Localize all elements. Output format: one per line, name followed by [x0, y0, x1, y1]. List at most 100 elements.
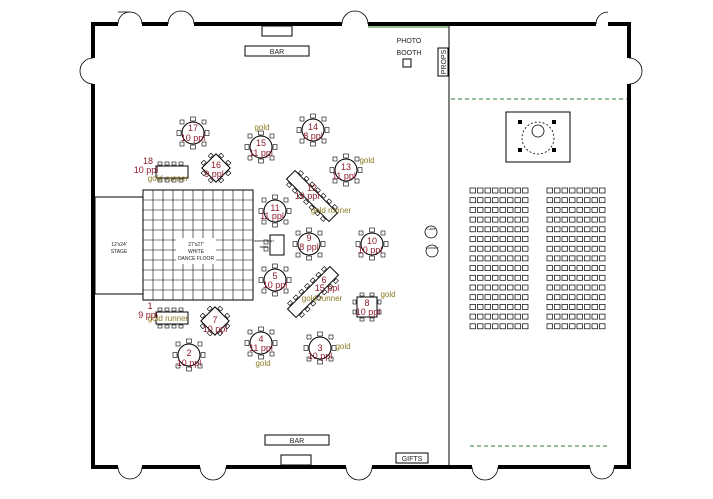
ceremony-chair	[576, 216, 583, 223]
table-18-people: 10 ppl	[134, 165, 159, 175]
doors	[79, 10, 643, 481]
ceremony-chair	[591, 313, 598, 320]
ceremony-chair	[469, 265, 476, 271]
ceremony-chair	[569, 294, 576, 301]
table-5-people: 10 ppl	[263, 280, 288, 290]
ceremony-chair	[492, 284, 499, 291]
ceremony-chair	[484, 236, 491, 242]
ceremony-chair	[484, 284, 491, 291]
ceremony-chair	[599, 284, 606, 291]
table-7-number: 7	[212, 315, 217, 325]
table-14: 148 ppl	[296, 113, 330, 147]
ceremony-chair	[569, 236, 576, 242]
table-4-number: 4	[258, 334, 263, 344]
ceremony-chair	[484, 294, 491, 301]
ceremony-chair	[584, 216, 591, 223]
ceremony-chair	[569, 187, 576, 194]
ceremony-chair	[561, 255, 568, 262]
table-10-number: 10	[367, 236, 377, 246]
ceremony-chair	[469, 274, 476, 281]
ceremony-chair	[514, 187, 521, 194]
ceremony-chair	[507, 304, 514, 310]
ceremony-chair	[514, 197, 521, 204]
table-17-number: 17	[188, 123, 198, 133]
ceremony-chair	[546, 313, 553, 320]
table-2-people: 10 ppl	[177, 358, 202, 368]
ceremony-chair	[576, 197, 583, 204]
ceremony-chair	[492, 255, 499, 262]
ceremony-chair	[546, 236, 553, 242]
ceremony-chair	[514, 207, 521, 213]
table-2-number: 2	[186, 348, 191, 358]
ceremony-chair	[514, 323, 521, 330]
table-4-decor-note: gold	[255, 359, 270, 368]
ceremony-chair	[514, 236, 521, 242]
ceremony-chair	[507, 245, 514, 252]
ceremony-chair	[499, 255, 506, 262]
ceremony-chair	[484, 255, 491, 262]
candle-table: Candle	[425, 244, 439, 258]
ceremony-chair	[484, 197, 491, 204]
ceremony-chair	[492, 226, 499, 233]
table-12-people: 19 ppl	[295, 191, 320, 201]
ceremony-chair	[492, 187, 499, 194]
ceremony-chair	[507, 265, 514, 271]
sweetheart-table: sweetheart table	[254, 234, 285, 256]
table-8-number: 8	[364, 298, 369, 308]
ceremony-chair	[522, 216, 529, 223]
building-walls	[91, 22, 631, 469]
ceremony-chair	[499, 245, 506, 252]
ceremony-chair	[499, 207, 506, 213]
table-6-people: 15 ppl	[315, 283, 340, 293]
photo-booth-label-1: PHOTO	[397, 38, 422, 45]
ceremony-chair	[584, 323, 591, 330]
arbor	[505, 111, 571, 163]
ceremony-chair	[576, 265, 583, 271]
ceremony-chair	[507, 226, 514, 233]
ceremony-chair	[569, 265, 576, 271]
ceremony-chair	[484, 274, 491, 281]
ceremony-chair	[561, 236, 568, 242]
ceremony-chair	[499, 323, 506, 330]
ceremony-chair	[569, 255, 576, 262]
ceremony-chair	[477, 294, 484, 301]
ceremony-chair	[469, 236, 476, 242]
ceremony-chair	[591, 187, 598, 194]
ceremony-chair	[584, 274, 591, 281]
ceremony-chair	[591, 274, 598, 281]
ceremony-chair	[499, 226, 506, 233]
table-15-number: 15	[256, 138, 266, 148]
ceremony-chair	[561, 245, 568, 252]
table-16-people: 9 ppl	[204, 169, 224, 179]
table-13-people: 11 ppl	[332, 171, 356, 181]
ceremony-chair	[576, 187, 583, 194]
ceremony-chair	[569, 207, 576, 213]
ceremony-chair	[569, 216, 576, 223]
ceremony-chair	[522, 284, 529, 291]
ceremony-chair	[514, 245, 521, 252]
ceremony-chair	[514, 284, 521, 291]
table-11-number: 11	[270, 203, 279, 213]
ceremony-chair	[514, 226, 521, 233]
ceremony-chair	[492, 294, 499, 301]
table-6-decor-note: gold runner	[302, 294, 343, 303]
ceremony-chair	[469, 284, 476, 291]
ceremony-chair	[492, 323, 499, 330]
ceremony-chair	[576, 255, 583, 262]
dance-floor: 27'x27' WHITE DANCE FLOOR	[142, 189, 254, 301]
ceremony-chair	[477, 284, 484, 291]
table-1-decor-note: gold runner	[148, 314, 189, 323]
ceremony-chair	[554, 187, 561, 194]
ceremony-chair	[546, 207, 553, 213]
ceremony-chair	[576, 313, 583, 320]
table-14-people: 8 ppl	[303, 131, 323, 141]
ceremony-chair	[507, 207, 514, 213]
ceremony-chair	[507, 323, 514, 330]
table-7: 710 ppl	[194, 300, 236, 342]
ceremony-chair	[599, 323, 606, 330]
ceremony-chair	[507, 216, 514, 223]
